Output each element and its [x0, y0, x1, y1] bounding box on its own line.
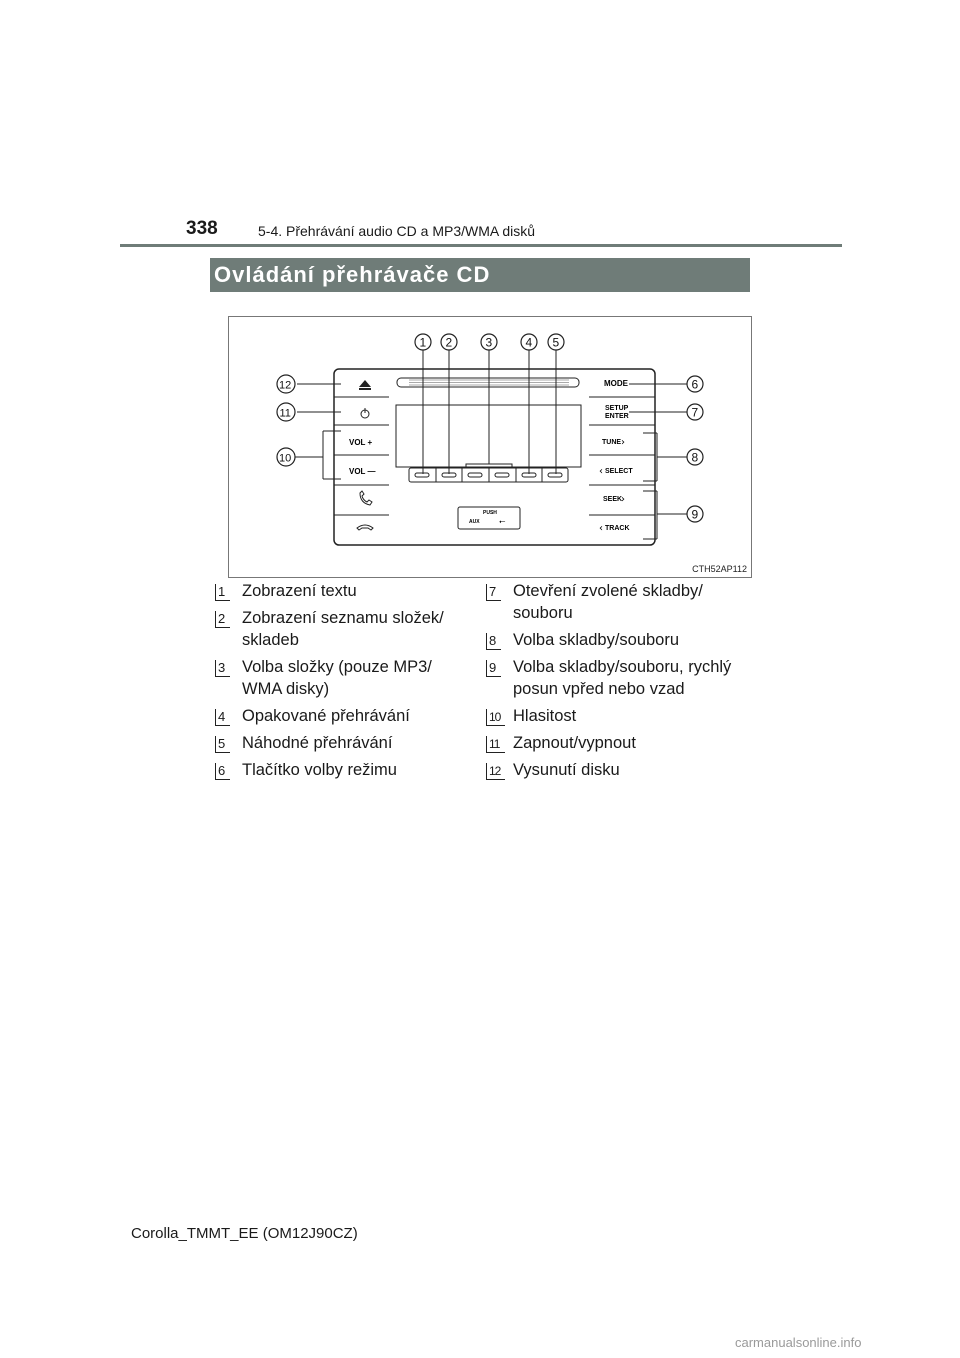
callout-10: 10 [276, 447, 296, 467]
select-arrow-icon: ‹ [599, 466, 603, 477]
legend-number: 12 [486, 763, 505, 780]
legend-text: Volba složky (pouze MP3/ WMA disky) [242, 658, 432, 698]
legend-item: 11 Zapnout/vypnout [486, 732, 756, 754]
legend-text: Tlačítko volby režimu [242, 761, 397, 779]
callout-2: 2 [440, 333, 458, 351]
legend-number: 1 [215, 584, 230, 601]
legend-text: Vysunutí disku [513, 761, 620, 779]
legend-item: 5 Náhodné přehrávání [215, 732, 465, 754]
legend-number: 11 [486, 736, 505, 753]
callout-3: 3 [480, 333, 498, 351]
push-label: PUSH [483, 510, 497, 516]
svg-text:5: 5 [553, 336, 560, 350]
legend-item: 9 Volba skladby/souboru, rychlý posun vpř… [486, 656, 756, 700]
legend-item: 8 Volba skladby/souboru [486, 629, 756, 651]
select-label: SELECT [605, 468, 633, 475]
phone-hangup-icon [356, 524, 374, 531]
legend-number: 3 [215, 660, 230, 677]
cd-player-figure: VOL + VOL — MODE SETUP ENTER TUNE › ‹ SE… [228, 316, 752, 578]
legend-number: 7 [486, 584, 501, 601]
power-icon [360, 408, 370, 419]
callout-4: 4 [520, 333, 538, 351]
legend-number: 10 [486, 709, 505, 726]
svg-text:2: 2 [446, 336, 453, 350]
cd-player-diagram: VOL + VOL — MODE SETUP ENTER TUNE › ‹ SE… [276, 333, 704, 546]
section-title: 5-4. Přehrávání audio CD a MP3/WMA disků [258, 223, 536, 239]
legend-item: 10 Hlasitost [486, 705, 756, 727]
callout-9: 9 [686, 505, 704, 523]
legend-text: Volba skladby/souboru, rychlý posun vpře… [513, 658, 732, 698]
page-title: Ovládání přehrávače CD [214, 262, 491, 287]
legend-text: Volba skladby/souboru [513, 631, 680, 649]
svg-text:6: 6 [692, 378, 699, 392]
page-number: 338 [186, 218, 218, 239]
display-buttons [408, 463, 569, 483]
legend-number: 9 [486, 660, 501, 677]
callout-8: 8 [686, 448, 704, 466]
track-arrow-icon: ‹ [599, 523, 603, 534]
setup-label: SETUP [605, 405, 629, 412]
callout-5: 5 [547, 333, 565, 351]
legend-item: 4 Opakované přehrávání [215, 705, 465, 727]
usb-icon: ⭠ [499, 517, 506, 526]
callout-1: 1 [414, 333, 432, 351]
legend-number: 6 [215, 763, 230, 780]
figure-code: CTH52AP112 [692, 564, 747, 574]
svg-text:7: 7 [692, 406, 699, 420]
svg-text:8: 8 [692, 451, 699, 465]
legend-text: Zobrazení textu [242, 582, 357, 600]
seek-arrow-icon: › [621, 494, 625, 505]
svg-text:4: 4 [526, 336, 533, 350]
panel-outline [333, 368, 656, 546]
legend-text: Náhodné přehrávání [242, 734, 393, 752]
legend-number: 4 [215, 709, 230, 726]
legend-number: 8 [486, 633, 501, 650]
callout-6: 6 [686, 375, 704, 393]
legend-text: Zobrazení seznamu složek/ skladeb [242, 609, 444, 649]
track-label: TRACK [605, 525, 630, 532]
svg-text:10: 10 [279, 453, 291, 465]
svg-text:11: 11 [280, 408, 291, 420]
callout-7: 7 [686, 403, 704, 421]
legend-item: 1 Zobrazení textu [215, 580, 465, 602]
cd-slot [396, 377, 580, 388]
vol-down-label: VOL — [349, 467, 376, 476]
callout-12: 12 [276, 374, 296, 394]
legend-left: 1 Zobrazení textu 2 Zobrazení seznamu slož… [215, 580, 465, 786]
seek-label: SEEK [603, 496, 622, 503]
tune-arrow-icon: › [621, 437, 625, 448]
legend-text: Hlasitost [513, 707, 577, 725]
mode-label: MODE [604, 379, 629, 388]
phone-answer-icon [359, 490, 373, 506]
legend-text: Otevření zvolené skladby/ souboru [513, 582, 703, 622]
legend-item: 6 Tlačítko volby režimu [215, 759, 465, 781]
legend-item: 12 Vysunutí disku [486, 759, 756, 781]
legend-item: 3 Volba složky (pouze MP3/ WMA disky) [215, 656, 465, 700]
svg-text:9: 9 [692, 508, 699, 522]
aux-label: AUX [469, 519, 480, 525]
header-rule [120, 244, 842, 247]
legend-item: 2 Zobrazení seznamu složek/ skladeb [215, 607, 465, 651]
legend-text: Opakované přehrávání [242, 707, 410, 725]
tune-label: TUNE [602, 439, 621, 446]
legend-text: Zapnout/vypnout [513, 734, 636, 752]
watermark[interactable]: carmanualsonline.info [735, 1335, 862, 1350]
aux-usb-cover [457, 506, 521, 530]
legend-number: 2 [215, 611, 230, 628]
footer-model: Corolla_TMMT_EE (OM12J90CZ) [131, 1225, 358, 1242]
svg-text:12: 12 [279, 380, 291, 392]
callout-11: 11 [276, 402, 296, 422]
svg-text:1: 1 [420, 336, 427, 350]
eject-icon [359, 380, 371, 390]
vol-up-label: VOL + [349, 438, 373, 447]
title-band: Ovládání přehrávače CD [210, 258, 750, 292]
enter-label: ENTER [605, 413, 629, 420]
legend-number: 5 [215, 736, 230, 753]
legend-item: 7 Otevření zvolené skladby/ souboru [486, 580, 756, 624]
svg-text:3: 3 [486, 336, 493, 350]
